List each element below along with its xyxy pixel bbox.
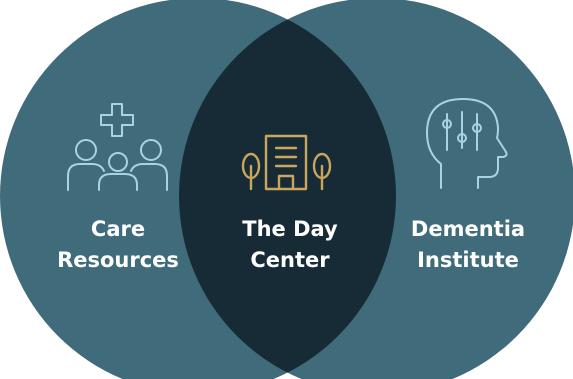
dementia-institute-line2: Institute (417, 248, 519, 272)
care-resources-label: Care Resources (38, 214, 198, 276)
day-center-line1: The Day (242, 217, 338, 241)
head-with-sliders-icon (426, 98, 508, 189)
care-resources-line2: Resources (57, 248, 179, 272)
day-center-line2: Center (250, 248, 330, 272)
building-with-trees-icon (241, 134, 332, 191)
overlap-lens (179, 0, 396, 379)
care-resources-line1: Care (90, 217, 146, 241)
dementia-institute-line1: Dementia (410, 217, 526, 241)
people-with-medical-cross-icon (67, 103, 168, 191)
dementia-institute-label: Dementia Institute (383, 214, 553, 276)
day-center-label: The Day Center (210, 214, 370, 276)
